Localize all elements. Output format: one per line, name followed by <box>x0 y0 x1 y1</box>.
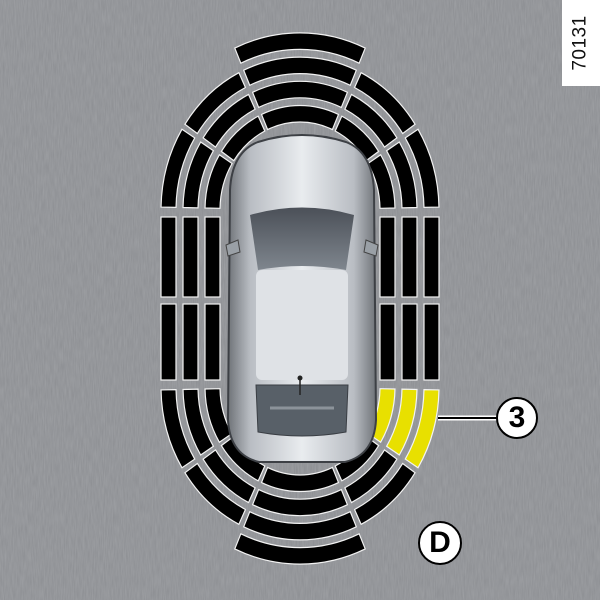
sensor-segment-rear-center-ring2 <box>251 488 349 517</box>
sensor-segments <box>160 32 440 565</box>
sensor-segment-left-side-front-ring1 <box>204 216 221 298</box>
sensor-segment-rear-center-ring3 <box>242 510 358 541</box>
sensor-segment-left-side-rear-ring1 <box>204 303 221 381</box>
right-mirror <box>363 239 379 257</box>
sensor-segment-front-right-side-ring3 <box>404 128 440 208</box>
sensor-segment-rear-left-side-ring2 <box>182 388 215 456</box>
sensor-segment-front-right-corner-ring3 <box>353 71 416 135</box>
sensor-segment-front-center-ring2 <box>251 80 349 109</box>
callout-3-text: 3 <box>508 401 526 434</box>
sensor-segment-right-side-rear-ring3 <box>423 303 440 381</box>
sensor-segment-right-side-rear-ring1 <box>379 303 396 381</box>
sensor-segment-rear-right-corner-ring2 <box>344 449 398 504</box>
sensor-segment-left-side-front-ring3 <box>160 216 177 298</box>
roof <box>256 270 348 380</box>
figure-reference-label: 70131 <box>562 0 600 86</box>
callout-3: 3 <box>496 397 538 439</box>
sensor-segment-left-side-rear-ring2 <box>182 303 199 381</box>
sensor-segment-right-side-front-ring2 <box>401 216 418 298</box>
callout-d: D <box>418 521 462 565</box>
sensor-segment-right-side-front-ring3 <box>423 216 440 298</box>
sensor-segment-front-center-ring4 <box>234 32 366 64</box>
sensor-segment-front-left-corner-ring2 <box>202 93 256 148</box>
windshield <box>250 207 354 270</box>
rear-window <box>255 384 349 437</box>
sensor-segment-rear-left-side-ring3 <box>160 389 196 469</box>
sensor-segment-front-right-side-ring2 <box>385 141 418 209</box>
sensor-segment-right-side-front-ring1 <box>379 216 396 298</box>
sensor-segment-right-side-rear-ring2 <box>401 303 418 381</box>
sensor-segment-left-side-rear-ring3 <box>160 303 177 381</box>
sensor-segment-front-left-side-ring2 <box>182 141 215 209</box>
sensor-segment-rear-right-side-ring2 <box>385 388 418 456</box>
sensor-segment-rear-right-corner-ring3 <box>353 462 416 526</box>
sensor-segment-front-center-ring1 <box>260 104 340 131</box>
callout-d-text: D <box>429 526 451 559</box>
sensor-segment-front-left-corner-ring1 <box>220 115 266 162</box>
car-top-view <box>225 134 379 463</box>
left-mirror <box>225 239 241 257</box>
sensor-segment-front-left-corner-ring3 <box>184 71 247 135</box>
sensor-segment-front-right-corner-ring2 <box>344 93 398 148</box>
sensor-segment-left-side-front-ring2 <box>182 216 199 298</box>
sensor-segment-rear-right-side-ring3 <box>404 389 440 469</box>
sensor-segment-rear-left-corner-ring2 <box>202 449 256 504</box>
figure-reference-number: 70131 <box>570 15 591 71</box>
sensor-segment-rear-center-ring1 <box>260 466 340 493</box>
sensor-segment-rear-left-corner-ring3 <box>184 462 247 526</box>
sensor-segment-front-left-side-ring1 <box>204 153 233 209</box>
sensor-segment-front-left-side-ring3 <box>160 128 196 208</box>
sensor-segment-rear-center-ring4 <box>234 533 366 565</box>
sensor-segment-front-right-corner-ring1 <box>334 115 380 162</box>
sensor-segment-front-center-ring3 <box>242 56 358 87</box>
